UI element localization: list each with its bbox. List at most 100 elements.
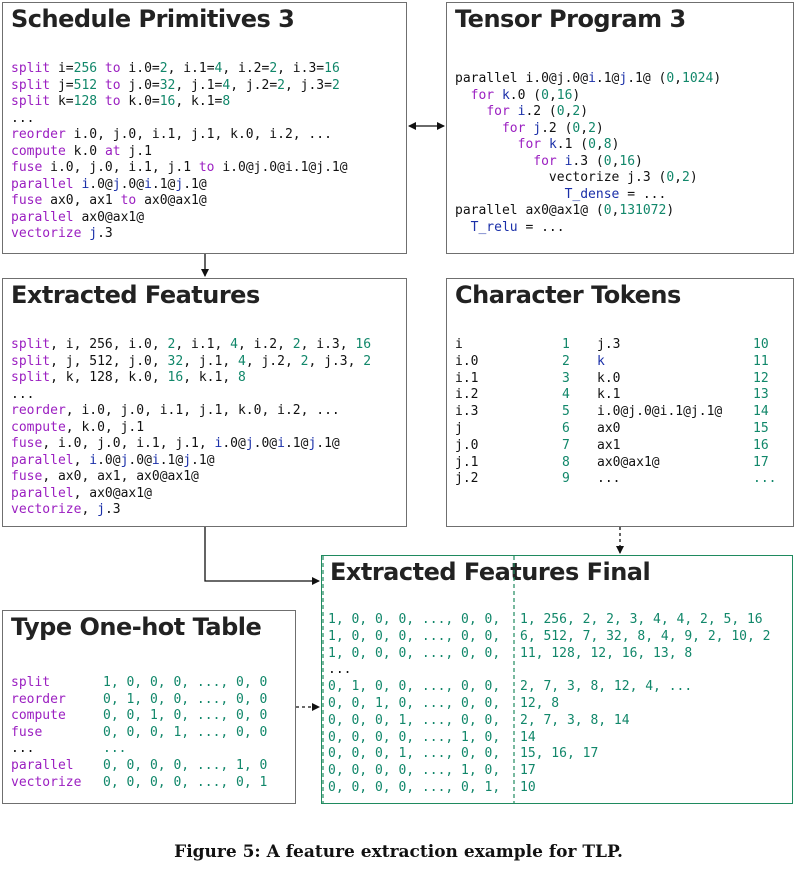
schedule-primitive-line: ... [11, 110, 35, 126]
token-id: 16 [753, 437, 769, 453]
token-name: j.2 [455, 471, 479, 487]
final-feature: 17 [520, 763, 536, 779]
onehot-vector: 0, 0, 0, 1, ..., 0, 0 [103, 724, 268, 740]
extracted-feature-line: split, j, 512, j.0, 32, j.1, 4, j.2, 2, … [11, 353, 372, 369]
schedule-primitives-box: Schedule Primitives 3 split i=256 to i.0… [2, 2, 407, 254]
tensor-program-line: for k.1 (0,8) [517, 137, 620, 152]
token-name: i.1 [455, 370, 479, 386]
extracted-feature-line: split, k, 128, k.0, 16, k.1, 8 [11, 370, 246, 385]
onehot-type-name: split [11, 675, 51, 690]
final-feature: 15, 16, 17 [520, 746, 599, 762]
token-name: ax0@ax1@ [597, 454, 660, 470]
tensor-program-line: parallel i.0@j.0@i.1@j.1@ (0,1024) [455, 71, 722, 86]
final-feature: 6, 512, 7, 32, 8, 4, 9, 2, 10, 2 [520, 628, 771, 644]
extracted-features-box: Extracted Features split, i, 256, i.0, 2… [2, 278, 407, 527]
final-feature: 11, 128, 12, 16, 13, 8 [520, 645, 693, 661]
schedule-primitive-line: split k=128 to k.0=16, k.1=8 [11, 94, 231, 109]
tensor-program-line: vectorize j.3 (0,2) [455, 170, 698, 185]
schedule-primitive-line: split i=256 to i.0=2, i.1=4, i.2=2, i.3=… [11, 61, 340, 76]
schedule-primitive-line: reorder i.0, j.0, i.1, j.1, k.0, i.2, ..… [11, 127, 332, 142]
token-id: 14 [753, 404, 769, 420]
onehot-vector: ... [103, 741, 127, 757]
tensor-program-line: T_dense = ... [564, 186, 667, 202]
schedule-primitives-code: split i=256 to i.0=2, i.1=4, i.2=2, i.3=… [11, 61, 348, 243]
final-onehot: 0, 0, 0, 1, ..., 0, 0, [328, 712, 501, 728]
extracted-feature-line: fuse, ax0, ax1, ax0@ax1@ [11, 469, 199, 484]
schedule-primitives-title: Schedule Primitives 3 [11, 5, 295, 33]
onehot-vector: 0, 1, 0, 0, ..., 0, 0 [103, 691, 268, 707]
token-id: 8 [562, 454, 570, 470]
final-onehot: 1, 0, 0, 0, ..., 0, 0, [328, 612, 501, 627]
onehot-vector: 0, 0, 0, 0, ..., 0, 1 [103, 774, 268, 790]
extracted-features-code: split, i, 256, i.0, 2, i.1, 4, i.2, 2, i… [11, 337, 371, 519]
token-name: ax0 [597, 421, 621, 436]
extracted-feature-line: vectorize, j.3 [11, 502, 121, 517]
final-feature: 12, 8 [520, 696, 560, 711]
final-onehot: 0, 1, 0, 0, ..., 0, 0, [328, 679, 501, 695]
final-onehot: 0, 0, 0, 0, ..., 1, 0, [328, 729, 501, 745]
character-tokens-title: Character Tokens [455, 281, 681, 309]
figure-caption: Figure 5: A feature extraction example f… [174, 842, 623, 862]
schedule-primitive-line: fuse i.0, j.0, i.1, j.1 to i.0@j.0@i.1@j… [11, 160, 348, 175]
final-feature: 1, 256, 2, 2, 3, 4, 4, 2, 5, 16 [520, 612, 763, 627]
final-onehot: 1, 0, 0, 0, ..., 0, 0, [328, 645, 501, 661]
extracted-feature-line: ... [11, 386, 35, 402]
schedule-primitive-line: vectorize j.3 [11, 226, 113, 241]
tensor-program-title: Tensor Program 3 [455, 5, 686, 33]
final-onehot: 0, 0, 0, 1, ..., 0, 0, [328, 746, 501, 762]
final-feature: 2, 7, 3, 8, 14 [520, 712, 630, 728]
onehot-type-name: fuse [11, 724, 43, 740]
onehot-type-name: vectorize [11, 774, 82, 790]
extracted-final-box: Extracted Features Final 1, 0, 0, 0, ...… [321, 555, 793, 804]
token-name: k.1 [597, 387, 621, 403]
token-id: 17 [753, 454, 769, 470]
token-id: 6 [562, 421, 570, 436]
token-id: 10 [753, 337, 769, 352]
final-feature: 10 [520, 780, 536, 795]
token-name: k.0 [597, 370, 621, 386]
token-id: 15 [753, 421, 769, 436]
schedule-primitive-line: fuse ax0, ax1 to ax0@ax1@ [11, 193, 207, 208]
final-feature: 2, 7, 3, 8, 12, 4, ... [520, 679, 693, 695]
tensor-program-code: parallel i.0@j.0@i.1@j.1@ (0,1024) for k… [455, 71, 721, 236]
token-name: i.3 [455, 404, 479, 420]
extracted-final-title: Extracted Features Final [330, 558, 651, 586]
token-id: ... [753, 471, 777, 487]
tensor-program-line: T_relu = ... [470, 219, 565, 235]
tensor-program-box: Tensor Program 3 parallel i.0@j.0@i.1@j.… [446, 2, 794, 254]
token-name: i.2 [455, 387, 479, 403]
onehot-vector: 0, 0, 1, 0, ..., 0, 0 [103, 708, 268, 724]
token-name: j [455, 421, 463, 436]
tensor-program-line: for j.2 (0,2) [501, 120, 604, 136]
token-id: 5 [562, 404, 570, 420]
onehot-vector: 0, 0, 0, 0, ..., 1, 0 [103, 758, 268, 773]
final-feature: 14 [520, 729, 536, 745]
final-onehot: 1, 0, 0, 0, ..., 0, 0, [328, 628, 501, 644]
token-name: j.1 [455, 454, 479, 470]
extracted-feature-line: fuse, i.0, j.0, i.1, j.1, i.0@j.0@i.1@j.… [11, 436, 340, 451]
token-name: j.0 [455, 437, 479, 453]
onehot-type-name: reorder [11, 691, 66, 707]
schedule-primitive-line: split j=512 to j.0=32, j.1=4, j.2=2, j.3… [11, 77, 340, 93]
onehot-type-name: ... [11, 741, 35, 757]
onehot-type-name: compute [11, 708, 66, 724]
token-id: 2 [562, 353, 570, 369]
token-id: 1 [562, 337, 570, 352]
tensor-program-line: for k.0 (0,16) [470, 87, 581, 103]
token-name: ... [597, 471, 621, 487]
token-id: 9 [562, 471, 570, 487]
extracted-features-title: Extracted Features [11, 281, 260, 309]
extracted-feature-line: parallel, i.0@j.0@i.1@j.1@ [11, 452, 215, 468]
final-onehot: 0, 0, 0, 0, ..., 1, 0, [328, 763, 501, 779]
token-name: i [455, 337, 463, 352]
token-id: 3 [562, 370, 570, 386]
arrow-extracted-final [204, 527, 320, 585]
token-id: 4 [562, 387, 570, 403]
type-onehot-title: Type One-hot Table [11, 613, 262, 641]
token-name: i.0@j.0@i.1@j.1@ [597, 404, 723, 420]
extracted-feature-line: compute, k.0, j.1 [11, 419, 145, 435]
schedule-primitive-line: compute k.0 at j.1 [11, 143, 152, 159]
final-onehot: 0, 0, 1, 0, ..., 0, 0, [328, 696, 501, 711]
